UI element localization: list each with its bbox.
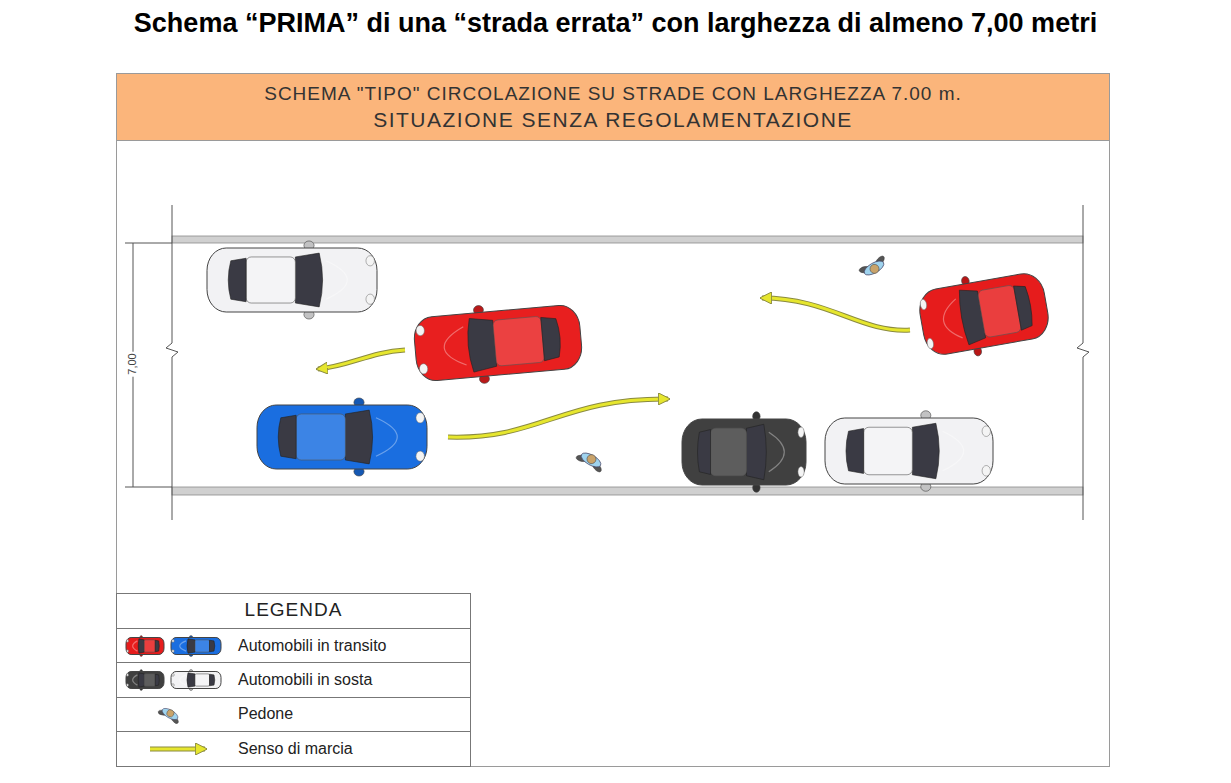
legend-text: Automobili in sosta <box>238 670 372 690</box>
car <box>257 398 427 476</box>
page-title: Schema “PRIMA” di una “strada errata” co… <box>0 8 1231 39</box>
car <box>682 412 806 493</box>
cars <box>207 241 1053 492</box>
legend-box <box>116 594 471 767</box>
pedestrian <box>857 254 890 281</box>
break-lines <box>166 205 1089 520</box>
pedestrian <box>574 448 607 475</box>
car <box>171 670 221 691</box>
car <box>126 636 164 657</box>
dimension-label: 7,00 <box>126 351 138 376</box>
legend-heading: LEGENDA <box>117 599 470 621</box>
car <box>126 670 164 691</box>
legend-symbols <box>126 636 221 749</box>
car <box>825 411 993 492</box>
car <box>915 263 1053 364</box>
legend-text: Pedone <box>238 704 293 724</box>
pedestrian <box>156 704 182 725</box>
frame <box>117 74 1110 767</box>
header-text: SITUAZIONE SENZA REGOLAMENTAZIONE <box>117 107 1109 133</box>
curb-bottom <box>172 487 1083 495</box>
header-band: SCHEMA "TIPO" CIRCOLAZIONE SU STRADE CON… <box>117 74 1109 141</box>
dimension-line <box>125 243 172 487</box>
car <box>412 297 584 389</box>
legend-text: Automobili in transito <box>238 636 387 656</box>
car <box>171 636 221 657</box>
legend-text: Senso di marcia <box>238 739 353 759</box>
header-text: SCHEMA "TIPO" CIRCOLAZIONE SU STRADE CON… <box>117 81 1109 107</box>
car <box>207 241 377 319</box>
